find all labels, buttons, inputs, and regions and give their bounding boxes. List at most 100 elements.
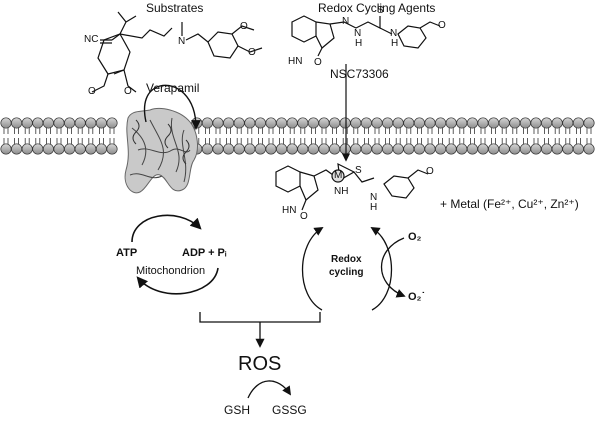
verapamil-o1-label: O [88, 86, 96, 97]
lipid-head [583, 143, 595, 155]
complex-h-label: H [370, 202, 378, 213]
nsc-o-label: O [314, 57, 322, 68]
lipid-head [360, 117, 372, 129]
lipid-head [233, 117, 245, 129]
gsh-label: GSH [224, 403, 251, 417]
lipid-head [403, 117, 415, 129]
lipid-head [74, 143, 86, 155]
lipid-head [106, 117, 118, 129]
lipid-head [95, 143, 107, 155]
lipid-head [488, 143, 500, 155]
verapamil-n-label: N [178, 36, 186, 47]
lipid-head [212, 143, 224, 155]
lipid-head [445, 117, 457, 129]
lipid-head [466, 143, 478, 155]
complex-o-methoxy-label: O [426, 166, 434, 177]
lipid-head [466, 117, 478, 129]
nsc73306-structure [291, 15, 441, 57]
lipid-head [530, 143, 542, 155]
lipid-head [519, 117, 531, 129]
lipid-head [11, 117, 23, 129]
lipid-head [572, 143, 584, 155]
lipid-head [562, 143, 574, 155]
lipid-head [339, 117, 351, 129]
verapamil-o2-label: O [124, 86, 132, 97]
complex-m-label: M [334, 170, 343, 181]
lipid-head [583, 117, 595, 129]
lipid-head [318, 117, 330, 129]
lipid-head [488, 117, 500, 129]
lipid-head [456, 117, 468, 129]
lipid-head [509, 143, 521, 155]
lipid-head [85, 143, 97, 155]
lipid-head [350, 117, 362, 129]
lipid-head [106, 143, 118, 155]
o2-label: O₂ [408, 231, 422, 243]
lipid-head [85, 117, 97, 129]
complex-nh1-label: NH [334, 186, 349, 197]
lipid-head [53, 117, 65, 129]
lipid-head [42, 117, 54, 129]
lipid-head [286, 143, 298, 155]
nitrile-label: NC [84, 34, 99, 45]
lipid-head [392, 143, 404, 155]
verapamil-o3-label: O [240, 21, 248, 32]
nsc-s-label: S [377, 5, 384, 16]
lipid-head [435, 117, 447, 129]
lipid-head [64, 117, 76, 129]
lipid-head [371, 117, 383, 129]
complex-o-label: O [300, 211, 308, 222]
lipid-head [413, 117, 425, 129]
lipid-head [360, 143, 372, 155]
lipid-head [329, 143, 341, 155]
o2-radical-label: O₂˙ [408, 291, 426, 303]
verapamil-structure [91, 11, 263, 93]
lipid-head [307, 117, 319, 129]
lipid-head [223, 117, 235, 129]
ros-label: ROS [238, 353, 282, 375]
nsc-n3-label: N [390, 28, 398, 39]
lipid-bilayer [0, 117, 595, 155]
nsc-o-methoxy-label: O [438, 20, 446, 31]
lipid-head [32, 117, 44, 129]
lipid-head [530, 117, 542, 129]
lipid-head [276, 143, 288, 155]
substrates-heading: Substrates [146, 1, 204, 15]
ros-bracket [199, 312, 321, 348]
lipid-head [297, 143, 309, 155]
lipid-head [424, 117, 436, 129]
lipid-head [318, 143, 330, 155]
lipid-head [445, 143, 457, 155]
lipid-head [541, 143, 553, 155]
verapamil-o4-label: O [248, 47, 256, 58]
lipid-head [265, 143, 277, 155]
lipid-head [297, 117, 309, 129]
nsc73306-metal-complex [275, 162, 429, 211]
nsc-hn-label: HN [288, 56, 303, 67]
lipid-head [201, 117, 213, 129]
lipid-head [254, 117, 266, 129]
lipid-head [21, 117, 33, 129]
lipid-head [286, 117, 298, 129]
lipid-head [53, 143, 65, 155]
lipid-head [572, 117, 584, 129]
lipid-head [0, 143, 12, 155]
lipid-head [424, 143, 436, 155]
atp-cycle [131, 214, 219, 295]
lipid-head [276, 117, 288, 129]
lipid-head [498, 143, 510, 155]
efflux-arrow [143, 84, 201, 130]
nsc-n1-label: N [342, 16, 350, 27]
lipid-head [541, 117, 553, 129]
lipid-head [509, 117, 521, 129]
nsc73306-label: NSC73306 [330, 67, 389, 81]
lipid-head [519, 143, 531, 155]
lipid-head [371, 143, 383, 155]
lipid-head [413, 143, 425, 155]
adp-label: ADP + Pᵢ [182, 247, 227, 259]
lipid-head [0, 117, 12, 129]
p-glycoprotein-transporter [124, 108, 198, 194]
lipid-head [212, 117, 224, 129]
mitochondrion-label: Mitochondrion [136, 265, 206, 277]
metal-label: + Metal (Fe²⁺, Cu²⁺, Zn²⁺) [440, 197, 579, 211]
